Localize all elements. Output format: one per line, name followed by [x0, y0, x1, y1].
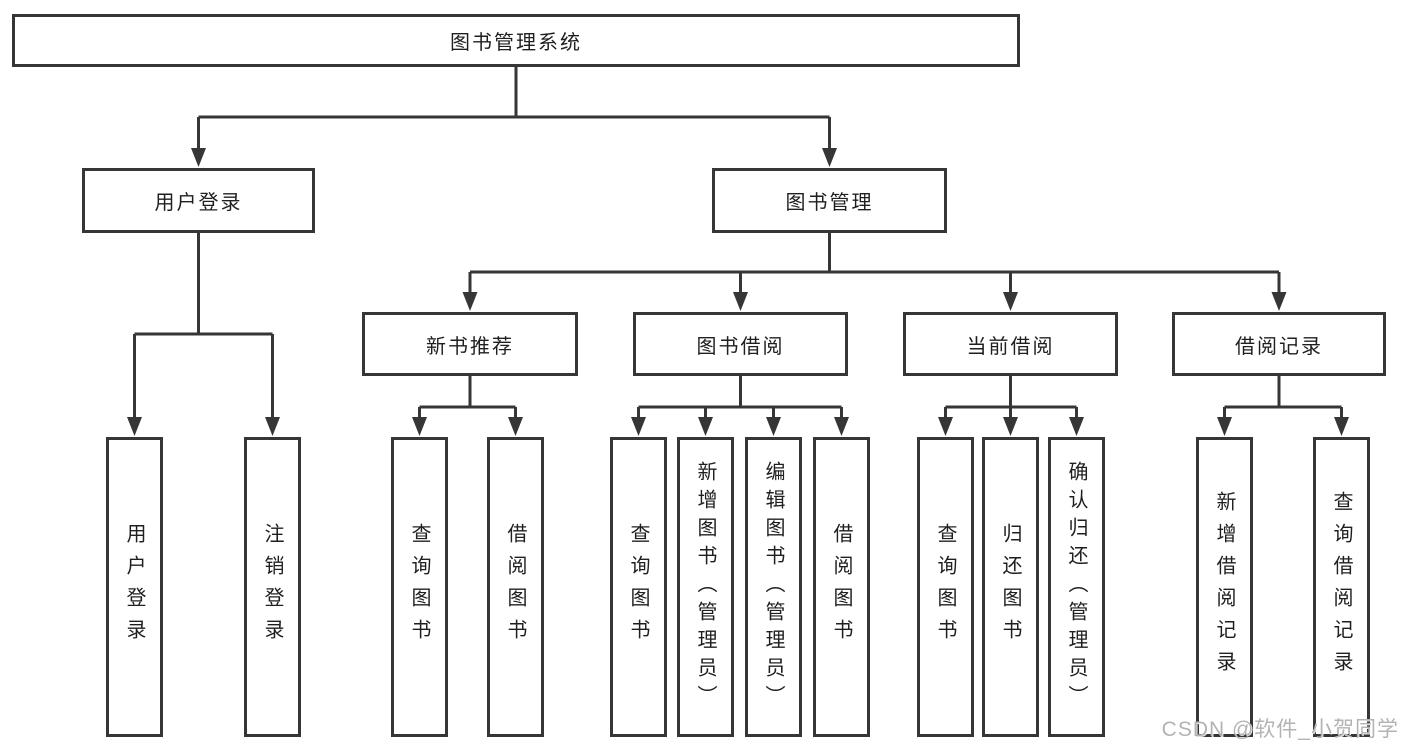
node-leaf-query-books-2: 查询图书	[610, 437, 667, 737]
node-leaf-borrow-books-1: 借阅图书	[487, 437, 544, 737]
node-leaf-query-books-3: 查询图书	[917, 437, 974, 737]
node-borrowing-records: 借阅记录	[1172, 312, 1386, 376]
node-leaf-add-book-admin: 新增图书（管理员）	[677, 437, 734, 737]
node-new-book-recommend: 新书推荐	[362, 312, 578, 376]
node-leaf-query-books-1: 查询图书	[391, 437, 448, 737]
node-book-management: 图书管理	[712, 168, 947, 233]
node-library-system: 图书管理系统	[12, 14, 1020, 67]
node-current-borrowing: 当前借阅	[903, 312, 1118, 376]
node-leaf-user-login: 用户登录	[106, 437, 163, 737]
node-leaf-confirm-return-admin: 确认归还（管理员）	[1048, 437, 1105, 737]
node-book-borrowing: 图书借阅	[633, 312, 848, 376]
node-leaf-borrow-books-2: 借阅图书	[813, 437, 870, 737]
csdn-watermark: CSDN @软件_小贺同学	[1161, 718, 1399, 741]
node-leaf-return-book: 归还图书	[982, 437, 1039, 737]
node-leaf-logout: 注销登录	[244, 437, 301, 737]
node-leaf-edit-book-admin: 编辑图书（管理员）	[745, 437, 802, 737]
node-user-login: 用户登录	[82, 168, 315, 233]
node-leaf-query-borrow-record: 查询借阅记录	[1313, 437, 1370, 737]
node-leaf-add-borrow-record: 新增借阅记录	[1196, 437, 1253, 737]
